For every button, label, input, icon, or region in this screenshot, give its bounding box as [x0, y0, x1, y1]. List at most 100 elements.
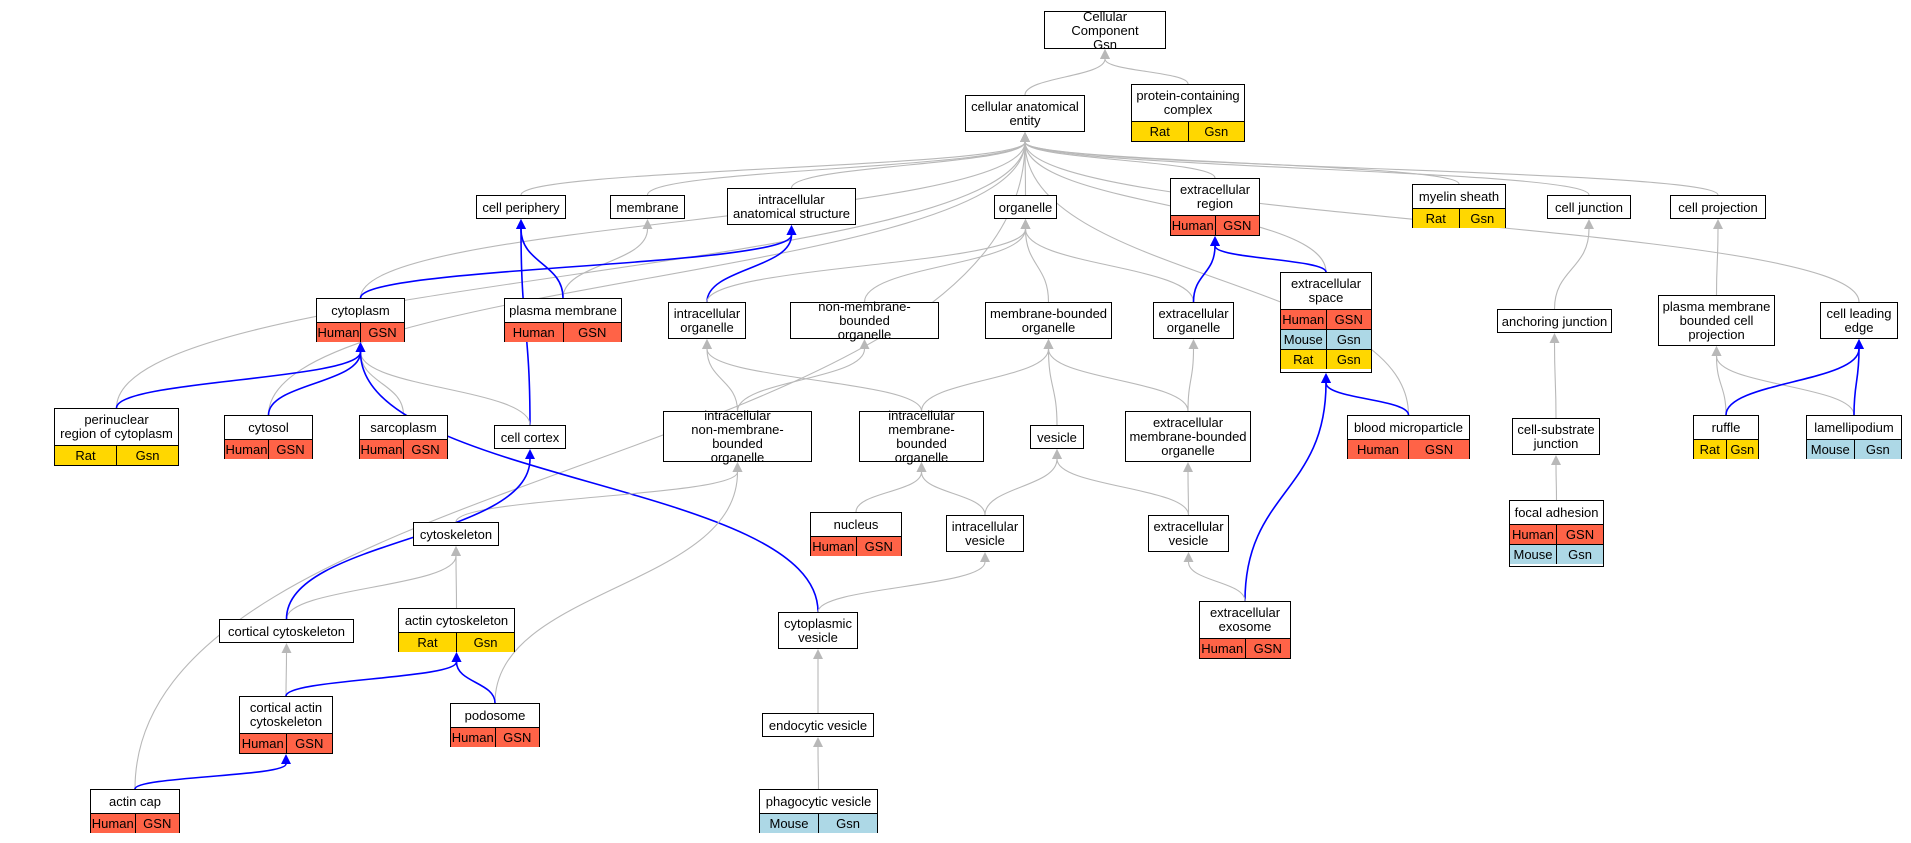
node-label: anchoring junction: [1501, 313, 1608, 329]
node-cell-substrate-junction[interactable]: cell-substrate junction: [1512, 418, 1600, 455]
species-cell: Human: [1282, 312, 1325, 327]
node-extracellular-membrane-bounded-organelle[interactable]: extracellular membrane-bounded organelle: [1125, 411, 1251, 462]
node-vesicle[interactable]: vesicle: [1030, 425, 1084, 449]
node-label: cell periphery: [482, 199, 560, 215]
edge-arrowhead: [1854, 339, 1864, 349]
edge-is-a: [455, 471, 739, 523]
node-label: cell leading edge: [1826, 306, 1892, 335]
node-intracellular-membrane-bounded-organelle[interactable]: intracellular membrane-bounded organelle: [859, 409, 984, 465]
gene-cell: GSN: [1214, 216, 1260, 235]
node-label: intracellular vesicle: [951, 519, 1019, 548]
node-label: cytoplasm: [331, 302, 390, 318]
node-intracellular-non-membrane-bounded-organelle[interactable]: intracellular non-membrane-bounded organ…: [663, 409, 812, 465]
edge-arrowhead: [1321, 373, 1331, 383]
edge-part-of: [359, 234, 793, 299]
species-cell: Human: [1171, 218, 1214, 233]
node-cell-leading-edge[interactable]: cell leading edge: [1820, 302, 1898, 339]
edge-arrowhead: [281, 754, 291, 764]
gene-cell: GSN: [268, 440, 312, 459]
node-membrane[interactable]: membrane: [610, 195, 685, 219]
node-membrane-bounded-organelle[interactable]: membrane-bounded organelle: [985, 302, 1112, 339]
node-anchoring-junction[interactable]: anchoring junction: [1497, 309, 1612, 333]
node-intracellular-organelle[interactable]: intracellular organelle: [668, 302, 746, 339]
node-extracellular-organelle[interactable]: extracellular organelle: [1153, 302, 1234, 339]
edge-is-a: [1715, 228, 1719, 296]
edge-is-a: [1715, 355, 1727, 416]
edge-is-a: [359, 141, 1026, 299]
node-cell-projection[interactable]: cell projection: [1670, 195, 1766, 219]
node-label: myelin sheath: [1418, 188, 1500, 204]
edge-is-a: [1024, 141, 1590, 196]
node-label: non-membrane-bounded organelle: [818, 299, 911, 342]
edge-is-a: [1056, 458, 1190, 516]
node-intracellular-anatomical-structure[interactable]: intracellular anatomical structure: [727, 188, 856, 225]
node-extracellular-vesicle[interactable]: extracellular vesicle: [1148, 515, 1229, 552]
node-label: lamellipodium: [1814, 419, 1894, 435]
gene-cell: Gsn: [1725, 440, 1759, 459]
node-cytoskeleton[interactable]: cytoskeleton: [413, 522, 499, 546]
gene-cell: GSN: [494, 728, 540, 747]
species-cell: Human: [317, 325, 360, 340]
edge-is-a: [359, 351, 531, 426]
edge-arrowhead: [980, 552, 990, 562]
node-non-membrane-bounded-organelle[interactable]: non-membrane-bounded organelle: [790, 299, 939, 342]
node-label: actin cytoskeleton: [404, 612, 509, 628]
gene-cell: GSN: [134, 814, 180, 833]
node-intracellular-vesicle[interactable]: intracellular vesicle: [946, 515, 1024, 552]
node-plasma-membrane-bounded-cell-projection[interactable]: plasma membrane bounded cell projection: [1658, 295, 1775, 346]
edge-part-of: [285, 458, 531, 620]
gene-cell: Gsn: [1458, 209, 1506, 228]
node-cytoplasmic-vesicle[interactable]: cytoplasmic vesicle: [778, 612, 858, 649]
edge-arrowhead: [516, 219, 526, 229]
species-cell: Human: [1512, 527, 1554, 542]
node-cell-periphery[interactable]: cell periphery: [476, 195, 566, 219]
node-cell-cortex[interactable]: cell cortex: [494, 425, 566, 449]
edge-is-a: [1024, 228, 1195, 303]
node-label: focal adhesion: [1514, 504, 1599, 520]
node-label: cell cortex: [500, 429, 560, 445]
node-label: cell projection: [1678, 199, 1758, 215]
edge-arrowhead: [1052, 449, 1062, 459]
edge-is-a: [455, 555, 458, 609]
node-label: cellular anatomical entity: [971, 99, 1079, 128]
node-label: extracellular vesicle: [1153, 519, 1224, 548]
node-label: extracellular membrane-bounded organelle: [1129, 415, 1247, 458]
node-endocytic-vesicle[interactable]: endocytic vesicle: [762, 713, 874, 737]
node-cortical-cytoskeleton[interactable]: cortical cytoskeleton: [219, 619, 354, 643]
node-label: perinuclear region of cytoplasm: [60, 412, 173, 441]
edge-is-a: [920, 471, 986, 516]
node-cellular-anatomical-entity[interactable]: cellular anatomical entity: [965, 95, 1085, 132]
node-cell-junction[interactable]: cell junction: [1547, 195, 1631, 219]
node-organelle[interactable]: organelle: [994, 195, 1057, 219]
node-cellular-component[interactable]: Cellular Component Gsn: [1044, 9, 1166, 51]
species-cell: Human: [1201, 641, 1244, 656]
